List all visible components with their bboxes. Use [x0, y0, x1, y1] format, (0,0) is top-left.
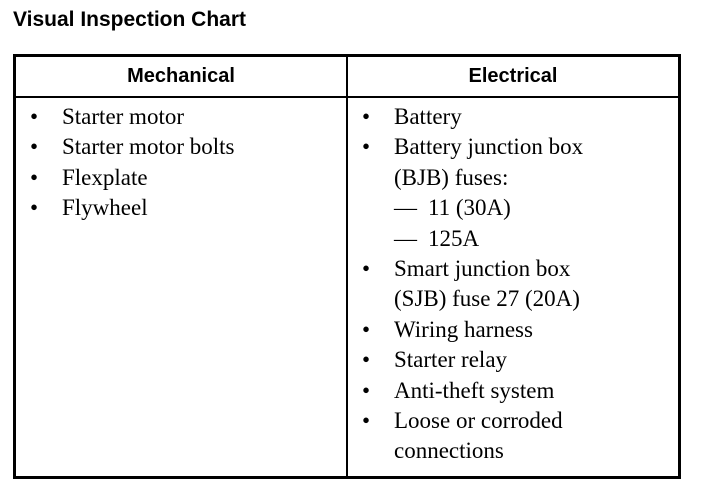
list-item-label: Flexplate — [62, 164, 148, 190]
list-item-label: Starter motor — [62, 104, 184, 129]
table-body-row: • Starter motor • Starter motor bolts • Flexp… — [16, 98, 678, 476]
sub-item-list: — 11 (30A) — 125A — [394, 193, 678, 254]
sub-list-item: — 125A — [394, 224, 678, 254]
table-header-row: Mechanical Electrical — [16, 57, 678, 98]
bullet-icon: • — [362, 104, 371, 129]
em-dash-icon: — — [394, 195, 417, 221]
list-item: • Starter motor bolts — [30, 132, 346, 162]
bullet-icon: • — [362, 408, 371, 434]
electrical-item-list: • Battery • Battery junction box (BJB) fuse… — [348, 102, 678, 467]
list-item: • Flywheel — [30, 193, 346, 223]
list-item: • Smart junction box (SJB) fuse 27 (20A) — [362, 254, 678, 315]
list-item-label: Starter motor bolts — [62, 134, 235, 160]
column-header-electrical: Electrical — [468, 65, 558, 87]
list-item-label: Starter relay — [394, 347, 508, 373]
page-title: Visual Inspection Chart — [13, 8, 246, 31]
bullet-icon: • — [30, 164, 39, 190]
list-item: • Anti-theft system — [362, 376, 678, 406]
column-body-electrical: • Battery • Battery junction box (BJB) fuse… — [348, 98, 678, 476]
list-item: • Starter motor — [30, 102, 346, 132]
bullet-icon: • — [362, 347, 371, 373]
list-item-label: Loose or corroded connections — [394, 408, 563, 464]
list-item: • Battery junction box (BJB) fuses: — 11 (3… — [362, 132, 678, 254]
sub-list-item: — 11 (30A) — [394, 193, 678, 223]
column-header-mechanical: Mechanical — [16, 57, 348, 96]
list-item-label: Battery — [394, 104, 462, 129]
bullet-icon: • — [30, 104, 39, 129]
mechanical-item-list: • Starter motor • Starter motor bolts • Flexp… — [16, 102, 346, 224]
column-body-mechanical: • Starter motor • Starter motor bolts • Flexp… — [16, 98, 348, 476]
list-item-label: Battery junction box (BJB) fuses: — [394, 134, 584, 190]
bullet-icon: • — [362, 377, 371, 403]
bullet-icon: • — [362, 256, 371, 282]
sub-list-item-label: 11 (30A) — [428, 195, 511, 221]
list-item-label: Wiring harness — [394, 316, 533, 342]
list-item: • Flexplate — [30, 163, 346, 193]
list-item-label: Smart junction box (SJB) fuse 27 (20A) — [394, 256, 580, 312]
list-item-label: Anti-theft system — [394, 377, 555, 403]
list-item-label: Flywheel — [62, 195, 148, 221]
em-dash-icon: — — [394, 225, 417, 251]
bullet-icon: • — [362, 134, 371, 160]
bullet-icon: • — [30, 195, 39, 221]
bullet-icon: • — [30, 134, 39, 160]
inspection-table: Mechanical Electrical • Starter motor • Sta… — [13, 54, 681, 479]
bullet-icon: • — [362, 316, 371, 342]
list-item: • Wiring harness — [362, 315, 678, 345]
sub-list-item-label: 125A — [428, 225, 480, 251]
list-item: • Loose or corroded connections — [362, 406, 678, 467]
list-item: • Starter relay — [362, 345, 678, 375]
list-item: • Battery — [362, 102, 678, 132]
